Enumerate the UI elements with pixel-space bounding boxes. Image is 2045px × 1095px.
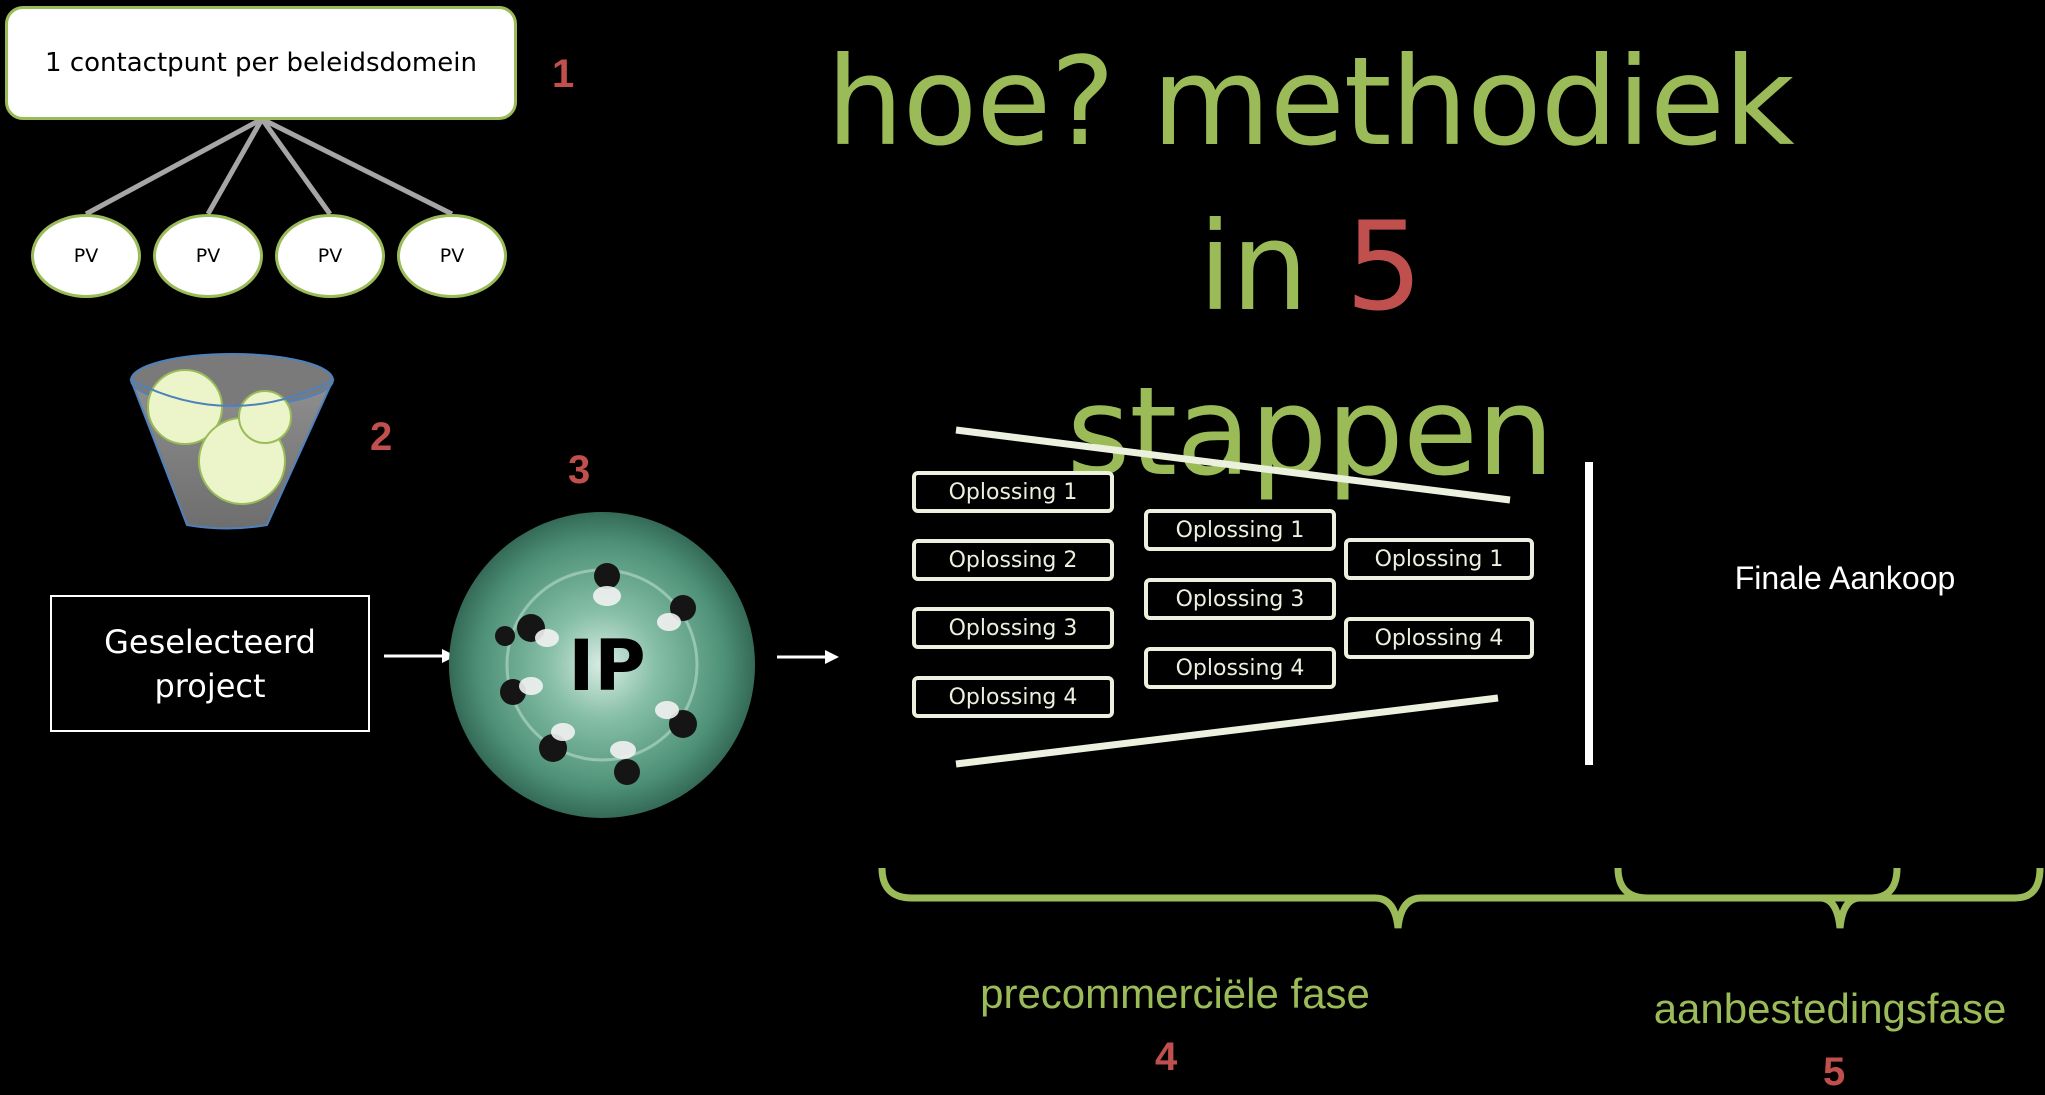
tree-connectors <box>84 116 454 217</box>
ip-text: IP <box>568 625 645 707</box>
step-number-4: 4 <box>1155 1035 1178 1079</box>
pv-node: PV <box>153 214 263 298</box>
funnel-icon <box>129 353 335 530</box>
pv-label: PV <box>317 245 343 267</box>
solution-box: Oplossing 1 <box>1344 538 1534 580</box>
arrow-icon <box>777 650 839 664</box>
top-narrowing-line <box>955 426 1511 504</box>
bottom-narrowing-line <box>955 694 1499 768</box>
step-number-2: 2 <box>370 415 393 459</box>
connector-line <box>259 117 333 216</box>
step-number-3: 3 <box>568 448 591 492</box>
connector-line <box>84 116 264 217</box>
pv-label: PV <box>73 245 99 267</box>
selected-project-box: Geselecteerd project <box>50 595 370 732</box>
phase-tender-label: aanbestedingsfase <box>1653 985 2007 1032</box>
solution-box: Oplossing 1 <box>1144 509 1336 551</box>
narrowing-lines <box>955 426 1593 768</box>
pv-node: PV <box>397 214 507 298</box>
solution-box: Oplossing 2 <box>912 539 1114 581</box>
pv-node: PV <box>31 214 141 298</box>
step-number-1: 1 <box>552 52 575 96</box>
solution-box: Oplossing 3 <box>912 607 1114 649</box>
pv-label: PV <box>195 245 221 267</box>
connector-line <box>260 116 454 217</box>
project-label-line2: project <box>154 666 266 705</box>
pv-label: PV <box>439 245 465 267</box>
contact-point-label: 1 contactpunt per beleidsdomein <box>45 48 477 78</box>
title-part1: hoe? methodiek in <box>826 31 1794 338</box>
solution-box: Oplossing 4 <box>912 676 1114 718</box>
contact-point-box: 1 contactpunt per beleidsdomein <box>5 6 517 120</box>
pv-node: PV <box>275 214 385 298</box>
final-purchase-label: Finale Aankoop <box>1734 560 1956 596</box>
project-label-line1: Geselecteerd <box>104 622 316 661</box>
title-number: 5 <box>1345 196 1423 338</box>
solution-box: Oplossing 3 <box>1144 578 1336 620</box>
solution-box: Oplossing 4 <box>1144 647 1336 689</box>
phase-braces <box>878 867 2044 929</box>
meeting-table-image: IP <box>449 512 755 818</box>
page-title: hoe? methodiek in 5 stappen <box>790 20 1830 515</box>
title-part2: stappen <box>1066 361 1554 503</box>
solution-box: Oplossing 4 <box>1344 617 1534 659</box>
connector-line <box>205 117 265 216</box>
phase-precommercial-label: precommerciële fase <box>980 970 1370 1017</box>
brace-tender <box>1614 867 2044 929</box>
solution-box: Oplossing 1 <box>912 471 1114 513</box>
step-number-5: 5 <box>1823 1050 1846 1094</box>
